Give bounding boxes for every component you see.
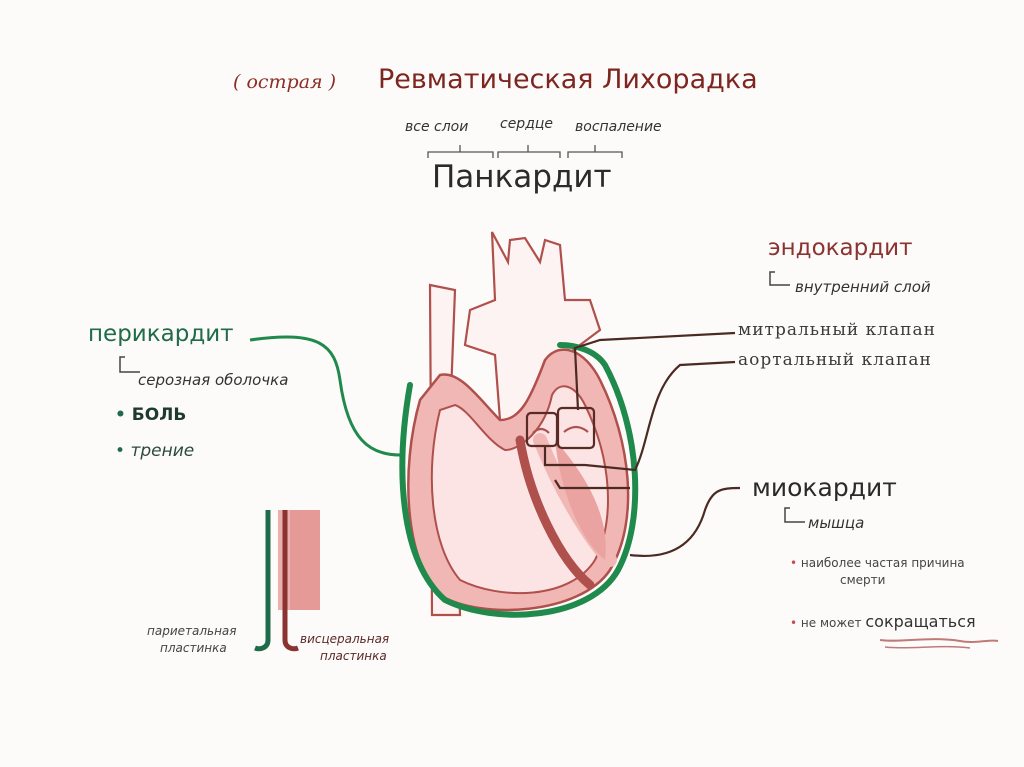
endocarditis-heading: эндокардит <box>768 235 913 261</box>
pericarditis-heading: перикардит <box>88 321 234 347</box>
pericarditis-bullet-friction: • трение <box>115 441 195 461</box>
pericarditis-bullet-pain: • боль <box>115 405 187 425</box>
myocarditis-bullet-contract: • не может сокращаться <box>790 612 976 631</box>
pancarditis-term: Панкардит <box>432 159 612 195</box>
page-title: Ревматическая Лихорадка <box>378 64 758 95</box>
myocarditis-bullet-death-cont: смерти <box>840 573 886 587</box>
etymology-part-inflammation: воспаление <box>575 119 662 135</box>
myocarditis-bullet-death: • наиболее частая причина <box>790 556 965 570</box>
myocarditis-heading: миокардит <box>752 473 897 502</box>
etymology-part-heart: сердце <box>500 116 554 132</box>
etymology-brackets <box>427 145 623 158</box>
visceral-layer-label-2: пластинка <box>320 649 387 663</box>
endocarditis-sub: внутренний слой <box>795 278 931 296</box>
valve-boxes <box>525 406 596 450</box>
visceral-layer-label-1: висцеральная <box>300 632 390 646</box>
pericarditis-sub: серозная оболочка <box>138 371 289 389</box>
mitral-valve-label: митральный клапан <box>738 320 936 340</box>
title-prefix: ( острая ) <box>233 71 337 93</box>
parietal-layer-label-1: париетальная <box>147 624 237 638</box>
pericardial-layers-illustration <box>254 510 320 652</box>
valve-connectors <box>543 331 741 557</box>
heart-inner <box>430 385 609 595</box>
aortic-valve-label: аортальный клапан <box>738 350 932 370</box>
etymology-part-all-layers: все слои <box>405 119 469 135</box>
parietal-layer-label-2: пластинка <box>160 641 227 655</box>
myocarditis-sub: мышца <box>808 514 865 532</box>
pericardium-outline <box>399 342 639 618</box>
